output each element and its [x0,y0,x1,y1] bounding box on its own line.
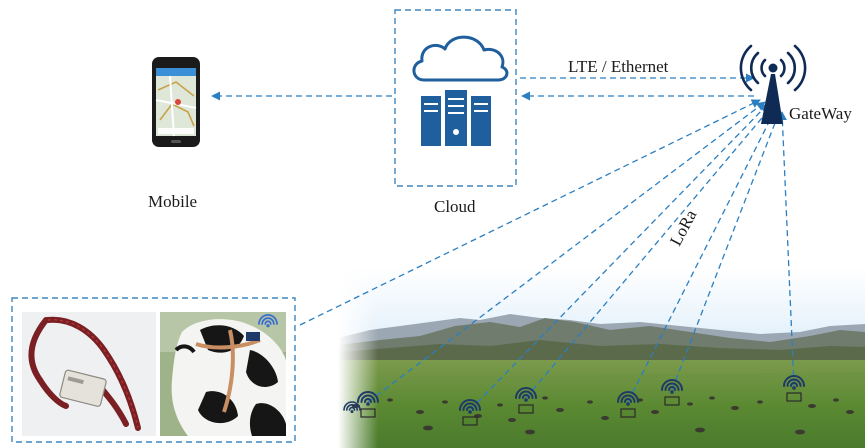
gateway-label: GateWay [789,104,852,123]
mobile-label: Mobile [148,192,198,211]
cloud-label: Cloud [434,197,476,216]
antenna-tower-icon [739,44,807,124]
wifi-signal-icon [783,375,805,402]
node4-to-gateway-link [627,107,777,403]
network-links [211,73,795,411]
wifi-signal-icon [661,379,683,406]
wifi-signal-icon [617,391,639,418]
lte-ethernet-label: LTE / Ethernet [568,57,669,76]
smartphone-map-icon [152,57,200,147]
wifi-signal-icon [357,391,379,418]
node2-to-gateway-link [469,103,769,411]
collar-to-gateway-link [299,99,761,326]
collar-box [11,297,296,443]
wifi-signal-icon [343,401,361,414]
wifi-signal-icon [459,399,481,426]
sensor-wifi-icons [258,314,805,426]
node5-to-gateway-link [671,109,782,391]
wifi-signal-icon [515,387,537,414]
cloud-icon [412,35,509,82]
node6-to-gateway-link [777,111,795,387]
node3-to-gateway-link [525,105,773,399]
server-rack-icon [421,90,491,146]
pasture-photo [338,268,865,448]
node1-to-gateway-link [367,101,766,403]
wifi-signal-icon [258,314,278,328]
cloud-box [394,9,517,187]
cow-with-collar-photo [160,312,286,436]
collar-device-photo [22,312,156,436]
